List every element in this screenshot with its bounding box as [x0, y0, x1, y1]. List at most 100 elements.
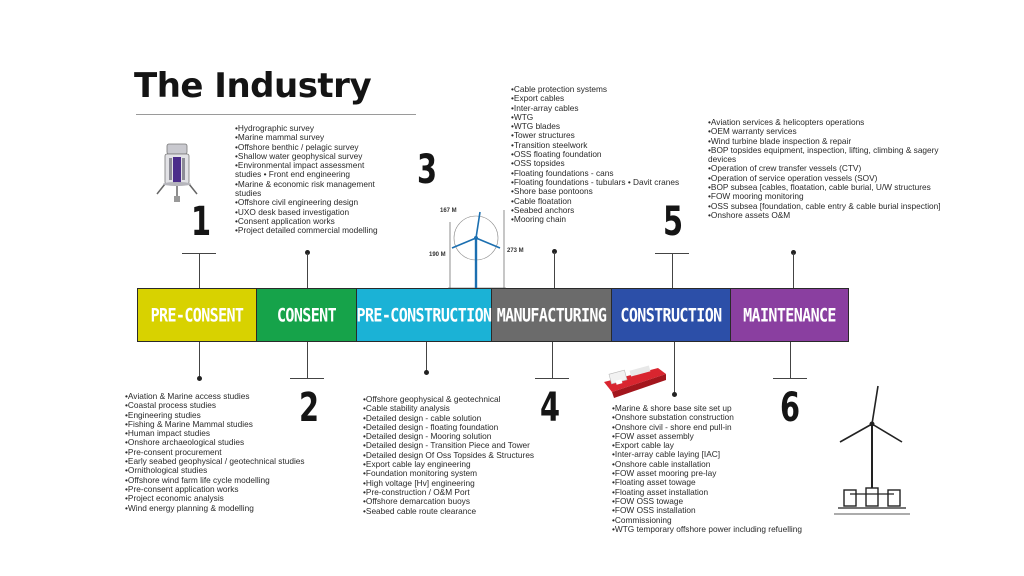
list-item: Floating foundations - tubulars • Davit …	[511, 177, 679, 187]
manufacturing-list: Cable protection systemsExport cablesInt…	[511, 84, 679, 224]
list-item: FOW OSS towage	[612, 496, 802, 506]
list-item: Fishing & Marine Mammal studies	[125, 419, 305, 429]
list-item: Foundation monitoring system	[363, 469, 534, 479]
list-item: WTG temporary offshore power including r…	[612, 524, 802, 534]
connector	[307, 253, 308, 288]
stage-label: PRE-CONSENT	[150, 303, 244, 327]
list-item: OSS subsea [foundation, cable entry & ca…	[708, 201, 941, 211]
list-item: Coastal process studies	[125, 400, 305, 410]
list-item: Seabed anchors	[511, 205, 679, 215]
list-item: Marine & shore base site set up	[612, 403, 802, 413]
list-item: Export cable lay engineering	[363, 459, 534, 469]
list-item: High voltage [Hv] engineering	[363, 478, 534, 488]
list-item: FOW mooring monitoring	[708, 192, 941, 202]
connector-dot	[424, 370, 429, 375]
list-item: Detailed design Of Oss Topsides & Struct…	[363, 450, 534, 460]
list-item: Environmental impact assessment	[235, 160, 378, 170]
pre-construction-list: Offshore geophysical & geotechnicalCable…	[363, 394, 534, 516]
stage-label: MANUFACTURING	[496, 303, 607, 327]
list-item: Commissioning	[612, 515, 802, 525]
list-item: OSS floating foundation	[511, 149, 679, 159]
list-item: WTG	[511, 112, 679, 122]
list-item: Aviation services & helicopters operatio…	[708, 117, 941, 127]
floating-turbine-icon	[834, 385, 910, 515]
turbine-dimension-icon	[448, 210, 506, 289]
list-item: Seabed cable route clearance	[363, 506, 534, 516]
list-item: FOW asset assembly	[612, 431, 802, 441]
stage-number-4: 4	[540, 385, 561, 431]
list-item: Ornithological studies	[125, 466, 305, 476]
connector-dot	[791, 250, 796, 255]
list-item: Cable stability analysis	[363, 403, 534, 413]
list-item: Engineering studies	[125, 410, 305, 420]
stage-pre-consent: PRE-CONSENT	[136, 288, 258, 342]
connector	[307, 342, 308, 378]
stage-manufacturing: MANUFACTURING	[491, 288, 612, 342]
pre-consent-list: Aviation & Marine access studiesCoastal …	[125, 391, 305, 513]
stage-label: CONSENT	[276, 303, 337, 327]
list-item: Detailed design - Transition Piece and T…	[363, 441, 534, 451]
list-item: Shore base pontoons	[511, 186, 679, 196]
list-item: FOW OSS installation	[612, 505, 802, 515]
construction-list: Marine & shore base site set upOnshore s…	[612, 403, 802, 534]
connector	[426, 342, 427, 372]
list-item: Project detailed commercial modelling	[235, 225, 378, 235]
stage-label: MAINTENANCE	[743, 303, 836, 327]
connector-dot	[672, 392, 677, 397]
list-item: Cable floatation	[511, 196, 679, 206]
turbine-hub-height: 167 M	[440, 208, 457, 214]
list-item: Export cables	[511, 93, 679, 103]
list-item: Operation of service operation vessels (…	[708, 173, 941, 183]
connector-dot	[305, 250, 310, 255]
list-item: Marine mammal survey	[235, 132, 378, 142]
stage-pre-construction: PRE-CONSTRUCTION	[355, 288, 493, 342]
list-item: Onshore civil - shore end pull-in	[612, 422, 802, 432]
list-item: Transition steelwork	[511, 140, 679, 150]
list-item: BOP subsea [cables, floatation, cable bu…	[708, 182, 941, 192]
vessel-icon	[604, 365, 666, 398]
stage-label: CONSTRUCTION	[620, 303, 722, 327]
consent-list: Hydrographic surveyMarine mammal surveyO…	[235, 123, 378, 236]
stage-consent: CONSENT	[256, 288, 357, 342]
list-item: Cable protection systems	[511, 84, 679, 94]
list-item: Aviation & Marine access studies	[125, 391, 305, 401]
list-item: Onshore assets O&M	[708, 210, 941, 220]
connector-dot	[197, 376, 202, 381]
connector	[773, 378, 807, 379]
connector-dot	[552, 249, 557, 254]
connector	[199, 253, 200, 288]
list-item: Floating asset towage	[612, 478, 802, 488]
list-item: Pre-consent procurement	[125, 447, 305, 457]
list-item: Offshore civil engineering design	[235, 198, 378, 208]
list-item: Pre-consent application works	[125, 484, 305, 494]
list-item: Offshore benthic / pelagic survey	[235, 142, 378, 152]
list-item: devices	[708, 154, 737, 165]
maintenance-list: Aviation services & helicopters operatio…	[708, 117, 941, 220]
stage-number-1: 1	[191, 199, 212, 245]
list-item: studies • Front end engineering	[235, 169, 350, 180]
stage-maintenance: MAINTENANCE	[730, 288, 849, 342]
list-item: Human impact studies	[125, 428, 305, 438]
list-item: Floating foundations - cans	[511, 168, 679, 178]
list-item: Wind turbine blade inspection & repair	[708, 136, 941, 146]
list-item: Offshore demarcation buoys	[363, 496, 534, 506]
list-item: Inter-array cable laying [IAC]	[612, 450, 802, 460]
title-divider	[136, 114, 416, 115]
list-item: Tower structures	[511, 131, 679, 141]
connector	[554, 252, 555, 288]
list-item: Pre-construction / O&M Port	[363, 487, 534, 497]
connector	[674, 342, 675, 394]
list-item: Wind energy planning & modelling	[125, 503, 305, 513]
stage-construction: CONSTRUCTION	[610, 288, 732, 342]
list-item: Onshore archaeological studies	[125, 438, 305, 448]
list-item: Onshore cable installation	[612, 459, 802, 469]
connector	[672, 253, 673, 288]
list-item: Offshore wind farm life cycle modelling	[125, 475, 305, 485]
survey-equipment-icon	[156, 143, 198, 202]
list-item: OEM warranty services	[708, 126, 941, 136]
connector	[793, 253, 794, 288]
list-item: Operation of crew transfer vessels (CTV)	[708, 164, 941, 174]
list-item: Consent application works	[235, 216, 378, 226]
list-item: Onshore substation construction	[612, 412, 802, 422]
page-title: The Industry	[134, 66, 372, 106]
